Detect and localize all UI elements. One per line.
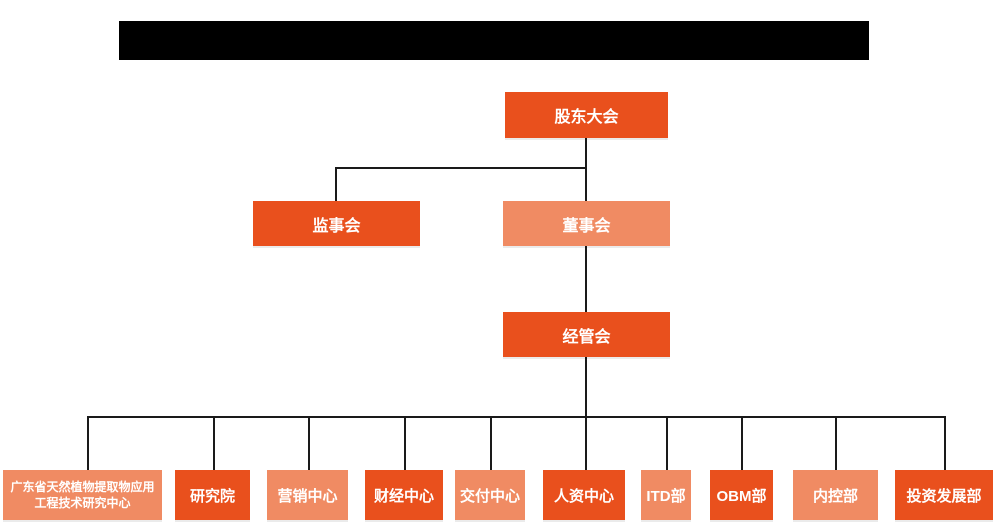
redacted-title-bar [119,21,869,60]
connector-drop-research-center [87,416,89,470]
connector-split-horizontal [335,167,587,169]
node-hr-center: 人资中心 [543,470,625,520]
node-internal-control-department: 内控部 [793,470,878,520]
connector-drop-itd [666,416,668,470]
node-finance-center: 财经中心 [365,470,443,520]
node-label: 监事会 [312,217,361,235]
connector-supervisors-down [335,167,337,201]
node-obm-department: OBM部 [710,470,773,520]
node-shareholders-meeting: 股东大会 [505,92,668,138]
connector-drop-research-institute [213,416,215,470]
connector-bottom-rail [87,416,946,418]
node-management-committee: 经管会 [503,312,670,357]
connector-drop-finance [404,416,406,470]
node-board-of-directors: 董事会 [503,201,670,246]
connector-drop-marketing [308,416,310,470]
connector-directors-management [585,246,587,312]
node-label: 交付中心 [459,487,520,505]
connector-drop-investment [944,416,946,470]
node-itd-department: ITD部 [641,470,691,520]
node-label: 广东省天然植物提取物应用工程技术研究中心 [10,479,155,510]
node-label: 人资中心 [553,487,614,505]
node-research-center: 广东省天然植物提取物应用工程技术研究中心 [3,470,162,520]
connector-drop-internal-control [835,416,837,470]
node-label: 经管会 [562,328,611,346]
connector-drop-delivery [490,416,492,470]
connector-management-down [585,357,587,470]
node-label: 董事会 [562,217,611,235]
node-label: 营销中心 [277,487,338,505]
connector-drop-obm [741,416,743,470]
node-label: 财经中心 [373,487,434,505]
connector-shareholders-down [585,138,587,201]
node-label: 内控部 [812,487,858,505]
node-research-institute: 研究院 [175,470,250,520]
node-label: 股东大会 [554,109,619,126]
node-label: 投资发展部 [906,487,982,505]
node-label: ITD部 [646,487,686,505]
node-board-of-supervisors: 监事会 [253,201,420,246]
node-delivery-center: 交付中心 [455,470,525,520]
node-label: 研究院 [189,487,235,505]
node-marketing-center: 营销中心 [267,470,348,520]
node-label: OBM部 [716,487,767,505]
node-investment-development-department: 投资发展部 [895,470,993,520]
